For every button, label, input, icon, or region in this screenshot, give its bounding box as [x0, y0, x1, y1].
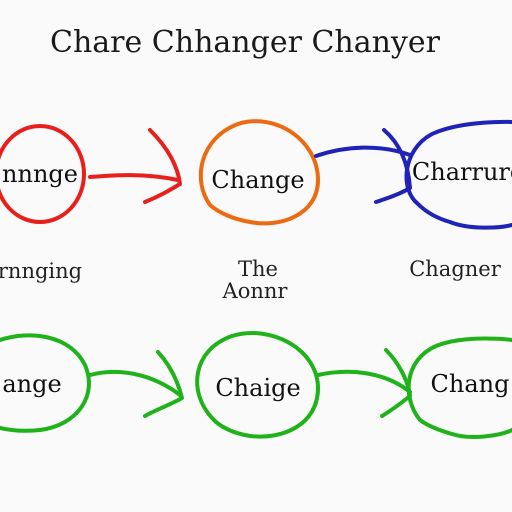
node-top-1: nnnge: [0, 124, 86, 224]
caption-top-2-line2: Aonnr: [222, 279, 289, 303]
arrow-green-2: [316, 348, 412, 418]
diagram-title: Chare Chhanger Chanyer: [50, 25, 441, 60]
node-bottom-1-label: ange: [2, 370, 61, 398]
caption-top-2-line1: The: [238, 257, 278, 281]
caption-top-3: Chagner: [409, 257, 502, 281]
node-bottom-3-label: Chang: [431, 370, 510, 398]
arrow-blue-head: [374, 128, 412, 204]
node-bottom-2-circle: [195, 331, 320, 439]
node-top-2: Change: [198, 119, 320, 226]
node-bottom-2: Chaige: [195, 331, 320, 439]
node-top-1-label: nnnge: [2, 160, 78, 188]
arrow-green-1: [88, 350, 184, 418]
node-top-3-label: Charrure: [412, 158, 512, 186]
node-bottom-2-label: Chaige: [215, 374, 300, 402]
caption-top-1: rnnging: [0, 259, 82, 283]
node-top-3: Charrure: [404, 119, 512, 230]
node-top-1-circle: [0, 124, 86, 224]
node-top-2-label: Change: [211, 166, 304, 194]
arrow-red-head: [143, 128, 182, 204]
node-bottom-3: Chang: [406, 336, 512, 439]
node-bottom-1-circle: [0, 333, 91, 433]
node-bottom-1: ange: [0, 333, 91, 433]
arrow-red: [88, 128, 182, 204]
arrow-green-1-head: [143, 350, 184, 418]
node-bottom-3-circle: [406, 336, 512, 439]
node-top-3-circle: [404, 119, 512, 230]
arrow-blue: [314, 128, 412, 204]
node-top-2-circle: [198, 119, 320, 226]
